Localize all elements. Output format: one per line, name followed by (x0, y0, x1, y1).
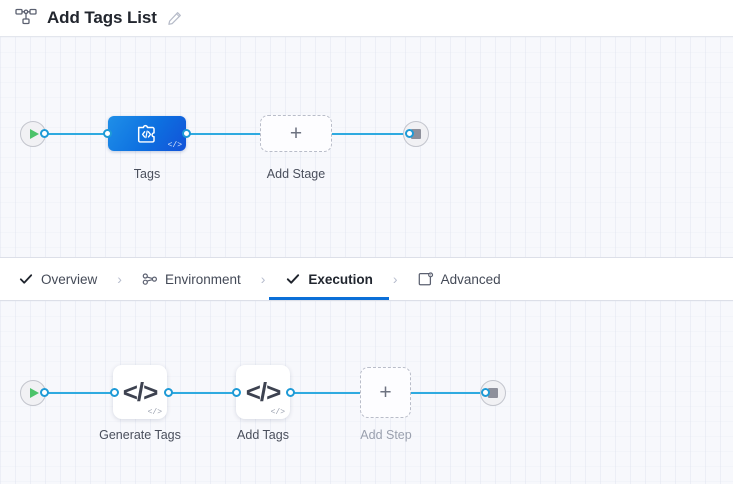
plus-icon: + (379, 381, 392, 404)
play-icon (30, 129, 39, 139)
play-icon (30, 388, 39, 398)
port-generate-out[interactable] (164, 388, 173, 397)
port-generate-in[interactable] (110, 388, 119, 397)
tab-execution-label: Execution (308, 271, 373, 287)
port-addtags-out[interactable] (286, 388, 295, 397)
page-header: Add Tags List (0, 0, 733, 37)
box-gear-icon (418, 271, 434, 287)
stop-icon (488, 388, 498, 398)
pipeline-start-node[interactable] (20, 121, 46, 147)
stop-icon (411, 129, 421, 139)
port-start-out[interactable] (40, 129, 49, 138)
steps-canvas[interactable]: </> </> Generate Tags </> </> Add Tags +… (0, 300, 733, 484)
port-addtags-in[interactable] (232, 388, 241, 397)
stage-node-tags-label: Tags (133, 167, 161, 181)
port-end-in[interactable] (405, 129, 414, 138)
stages-canvas[interactable]: </> Tags + Add Stage (0, 37, 733, 258)
port-exec-end-in[interactable] (481, 388, 490, 397)
port-tags-in[interactable] (103, 129, 112, 138)
add-step-label: Add Step (360, 428, 412, 442)
edge-start-to-tags (41, 133, 119, 135)
step-node-badge: </> (147, 408, 162, 417)
tab-overview[interactable]: Overview (16, 258, 99, 300)
tab-separator: › (117, 271, 122, 287)
tab-environment-label: Environment (164, 271, 241, 287)
branch-node-icon (142, 271, 158, 287)
code-puzzle-icon (137, 124, 155, 143)
stage-node-badge: </> (167, 141, 182, 150)
edge-addstage-to-end (329, 133, 413, 135)
stage-node-tags[interactable]: </> (108, 116, 186, 151)
pencil-icon[interactable] (167, 10, 183, 26)
port-exec-start-out[interactable] (40, 388, 49, 397)
tab-separator: › (392, 271, 398, 287)
edge-generate-to-addtags (168, 392, 240, 394)
code-icon: </> (122, 377, 159, 407)
edge-start-to-generate (41, 392, 119, 394)
code-icon: </> (245, 377, 282, 407)
step-node-generate-tags[interactable]: </> </> (113, 365, 167, 419)
tab-advanced[interactable]: Advanced (416, 258, 503, 300)
port-tags-out[interactable] (182, 129, 191, 138)
tab-advanced-label: Advanced (440, 271, 501, 287)
tab-environment[interactable]: Environment (140, 258, 243, 300)
step-node-add-tags-label: Add Tags (237, 428, 289, 442)
step-node-generate-tags-label: Generate Tags (99, 428, 181, 442)
tab-overview-label: Overview (41, 271, 98, 287)
edge-addtags-to-addstep (290, 392, 360, 394)
check-icon (18, 271, 34, 287)
add-step-button[interactable]: + (360, 367, 411, 418)
section-tabbar: Overview › Environment › Execution › (0, 258, 733, 300)
edge-addstep-to-end (411, 392, 489, 394)
tab-separator: › (260, 271, 266, 287)
plus-icon: + (289, 122, 303, 145)
add-stage-button[interactable]: + (260, 115, 332, 152)
page-title: Add Tags List (47, 8, 157, 27)
step-node-add-tags[interactable]: </> </> (236, 365, 290, 419)
check-icon (285, 271, 301, 287)
tab-execution[interactable]: Execution (269, 258, 389, 300)
step-node-badge: </> (270, 408, 285, 417)
edge-tags-to-addstage (180, 133, 264, 135)
pipeline-nodes-icon (14, 6, 38, 30)
add-stage-label: Add Stage (266, 167, 326, 181)
